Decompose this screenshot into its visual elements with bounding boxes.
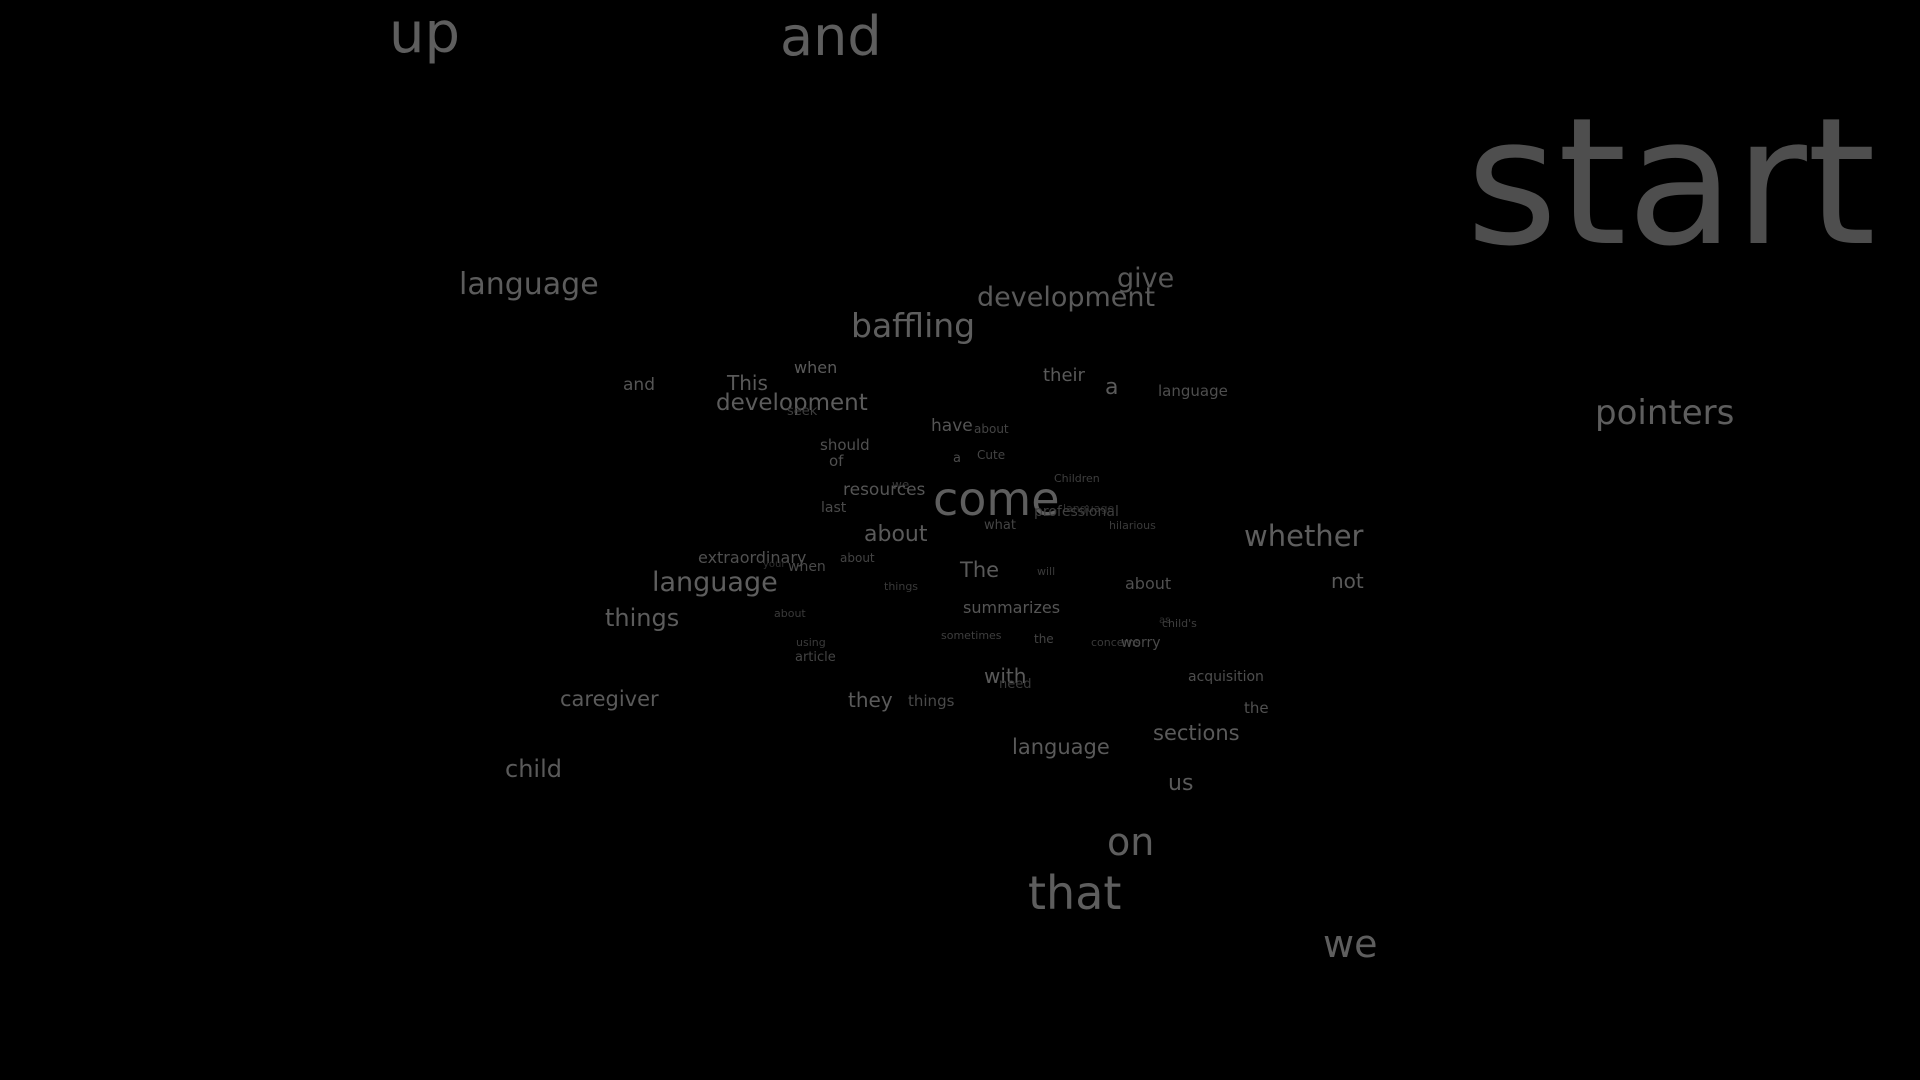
word-baffling: baffling [851,306,976,346]
word-using: using [796,636,826,650]
word-language: language [1012,734,1110,759]
word-on: on [1107,820,1155,865]
word-development: development [977,281,1156,313]
word-up: up [389,1,461,67]
word-cute: Cute [977,447,1006,462]
word-have: have [931,415,973,436]
word-come: come [933,472,1060,527]
word-language: language [1158,382,1228,401]
word-the: the [1034,631,1054,646]
word-seek: seek [787,403,818,419]
word-whether: whether [1244,519,1364,554]
word-not: not [1331,569,1364,594]
word-things: things [908,692,955,711]
word-the: The [960,557,1000,582]
word-development: development [716,390,868,417]
word-child-s: child's [1162,617,1197,631]
word-about: about [774,607,806,621]
word-should: should [820,436,870,455]
word-we: we [892,477,910,492]
word-child: child [505,755,562,784]
word-acquisition: acquisition [1188,669,1264,686]
word-last: last [821,500,847,517]
word-need: need [999,676,1032,692]
word-the: the [1244,699,1269,718]
word-language: language [459,266,599,302]
word-article: article [795,649,836,665]
word-start: start [1466,79,1876,285]
word-of: of [829,452,844,471]
word-as: as [1159,615,1171,627]
word-about: about [864,521,928,547]
word-things: things [884,580,919,594]
word-a: a [953,450,961,466]
word-that: that [1028,866,1122,921]
word-summarizes: summarizes [963,597,1061,617]
word-give: give [1117,262,1175,294]
word-concerns: concerns [1091,636,1141,650]
word-pointers: pointers [1595,393,1735,434]
word-when: when [794,357,838,377]
word-sections: sections [1153,720,1240,745]
word-worry: worry [1121,635,1161,652]
word-children: Children [1054,472,1100,486]
word-with: with [984,664,1027,689]
word-language: language [652,566,778,598]
word-a: a [1105,374,1119,400]
word-professional: professional [1034,504,1119,521]
word-about: about [1125,573,1172,593]
word-extraordinary: extraordinary [698,547,807,567]
word-caregiver: caregiver [560,686,659,711]
word-will: will [1037,565,1056,579]
word-us: us [1168,770,1194,796]
word-about: about [840,550,875,565]
word-things: things [605,604,680,633]
word-your: your [763,559,786,571]
word-when: when [788,559,826,576]
word-hilarious: hilarious [1109,519,1156,533]
word-this: This [727,371,768,396]
word-about: about [974,421,1009,436]
word-they: they [848,688,893,713]
word-we: we [1323,922,1378,967]
word-what: what [984,517,1016,533]
word-and: and [780,4,882,68]
word-their: their [1043,364,1085,386]
word-sometimes: sometimes [941,629,1002,643]
word-resources: resources [843,479,926,500]
word-and: and [623,374,655,395]
word-language: language [1063,502,1115,516]
